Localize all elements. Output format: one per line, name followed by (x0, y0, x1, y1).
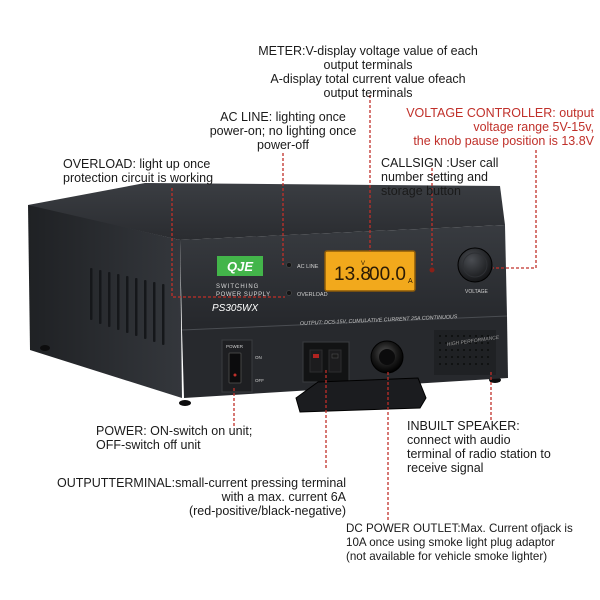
voltage-unit: V (361, 261, 365, 267)
callout-voltage-controller: VOLTAGE CONTROLLER: output voltage range… (406, 106, 594, 148)
callout-output-terminal: OUTPUTTERMINAL:small-current pressing te… (57, 476, 346, 518)
knob-label: VOLTAGE (465, 289, 489, 295)
brand-logo-text: QJE (227, 259, 253, 274)
off-label: OFF (255, 378, 264, 383)
speaker-grille (434, 330, 496, 375)
callout-dc-outlet: DC POWER OUTLET:Max. Current ofjack is 1… (346, 522, 573, 563)
overload-led (286, 290, 292, 296)
left-side (28, 205, 182, 398)
current-readout: 00.0 (369, 264, 406, 285)
model-name: PS305WX (212, 303, 258, 314)
callsign-button[interactable] (429, 267, 435, 273)
ac-line-label: AC LINE (297, 264, 319, 270)
voltage-readout: 13.8 (334, 264, 371, 285)
top-cover (28, 183, 505, 240)
overload-label: OVERLOAD (297, 292, 328, 298)
callout-ac-line: AC LINE: lighting once power-on; no ligh… (209, 110, 357, 152)
flip-cover (295, 377, 427, 413)
power-label: POWER (226, 344, 244, 349)
brand-text-1: SWITCHING (216, 284, 259, 290)
callout-lines (171, 95, 537, 520)
side-vents (90, 268, 165, 345)
ac-line-led (286, 262, 292, 268)
callout-overload: OVERLOAD: light up once protection circu… (63, 157, 214, 185)
brand-text-2: POWER SUPPLY (216, 292, 271, 298)
callout-callsign: CALLSIGN :User call number setting and s… (381, 156, 499, 198)
brand-logo (217, 256, 263, 276)
current-unit: A (408, 278, 413, 285)
callout-meter: METER:V-display voltage value of each ou… (258, 44, 478, 100)
power-switch[interactable] (228, 352, 242, 384)
callout-power: POWER: ON-switch on unit; OFF-switch off… (96, 424, 253, 452)
callout-inbuilt-speaker: INBUILT SPEAKER: connect with audio term… (407, 419, 551, 475)
on-label: ON (255, 355, 262, 360)
